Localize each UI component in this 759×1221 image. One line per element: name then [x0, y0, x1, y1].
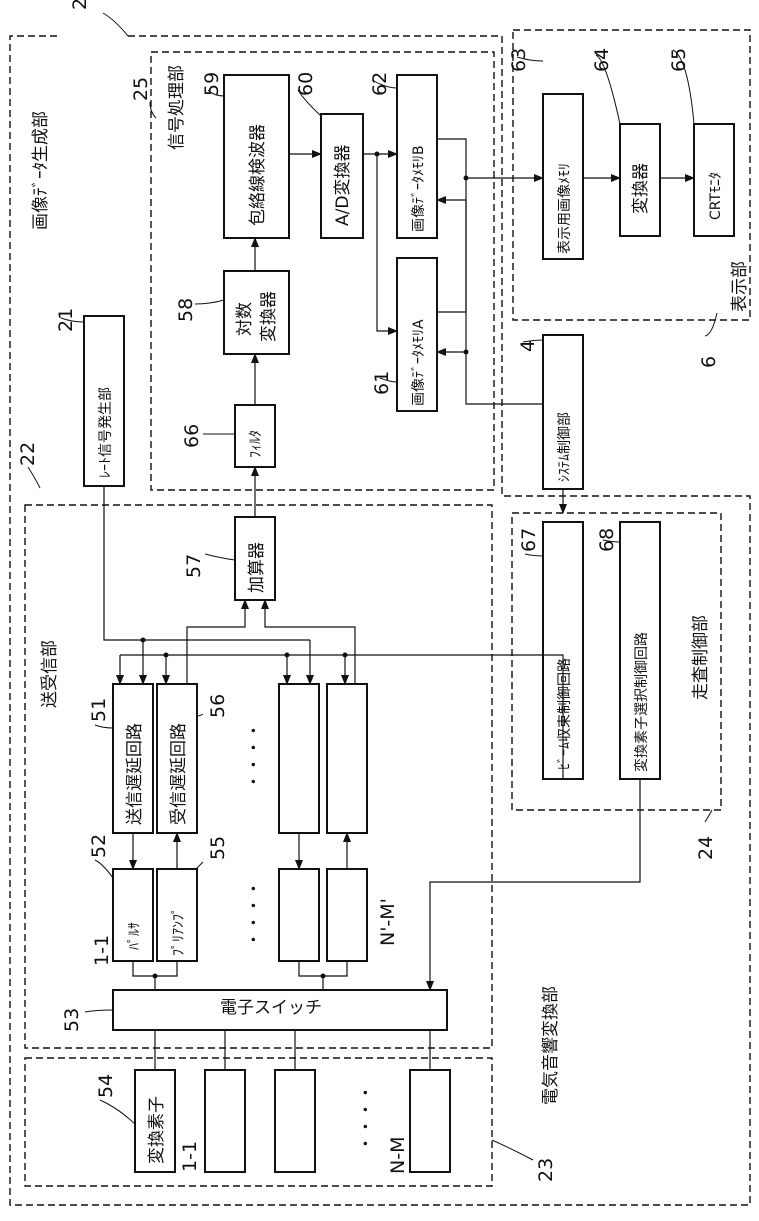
- adder: 加算器: [235, 517, 275, 600]
- svg-text:ﾋﾞｰﾑ収束制御回路: ﾋﾞｰﾑ収束制御回路: [557, 658, 573, 770]
- ref-62: 62: [369, 72, 391, 96]
- image-memory-a: 画像ﾃﾞｰﾀﾒﾓﾘA: [397, 258, 437, 411]
- svg-text:変換素子選択制御回路: 変換素子選択制御回路: [633, 632, 650, 772]
- ref-65: 65: [668, 48, 690, 72]
- svg-text:表示用画像ﾒﾓﾘ: 表示用画像ﾒﾓﾘ: [557, 163, 573, 254]
- svg-text:A/D変換器: A/D変換器: [333, 145, 353, 226]
- ellipsis-element: ・・・・: [357, 1084, 377, 1152]
- svg-text:電子スイッチ: 電子スイッチ: [220, 998, 322, 1018]
- svg-text:送信遅延回路: 送信遅延回路: [125, 723, 145, 825]
- envelope-detector: 包絡線検波器: [224, 75, 289, 238]
- ref-67: 67: [518, 528, 540, 552]
- crt-monitor: CRTﾓﾆﾀ: [694, 124, 734, 236]
- ref-61: 61: [371, 371, 393, 395]
- rate-signal-generator: ﾚｰﾄ信号発生部: [84, 316, 124, 486]
- ref-55: 55: [207, 836, 229, 860]
- svg-text:包絡線検波器: 包絡線検波器: [248, 124, 268, 226]
- transceiver-label: 送受信部: [40, 640, 60, 708]
- image-memory-b: 画像ﾃﾞｰﾀﾒﾓﾘB: [397, 75, 437, 238]
- preamp: ﾌﾟﾘｱﾝﾌﾟ: [157, 869, 197, 961]
- ref-25: 25: [130, 77, 152, 101]
- ref-60: 60: [295, 72, 317, 96]
- svg-text:対数: 対数: [235, 302, 255, 336]
- ref-2: 2: [69, 0, 91, 10]
- rx-delay-block-n: [327, 684, 367, 833]
- ref-52: 52: [88, 834, 110, 858]
- preamp-block-n: [327, 869, 367, 961]
- ref-66: 66: [181, 424, 203, 448]
- ref-21: 21: [55, 308, 77, 332]
- svg-text:変換器: 変換器: [259, 291, 279, 342]
- pulser-block-n: [279, 869, 319, 961]
- ref-23: 23: [535, 1158, 557, 1182]
- svg-text:ﾌｨﾙﾀ: ﾌｨﾙﾀ: [248, 430, 264, 458]
- svg-text:画像ﾃﾞｰﾀﾒﾓﾘB: 画像ﾃﾞｰﾀﾒﾓﾘB: [411, 145, 427, 232]
- ref-53: 53: [61, 1008, 83, 1032]
- ref-68: 68: [596, 528, 618, 552]
- image-data-gen-label: 画像ﾃﾞｰﾀ生成部: [31, 111, 51, 230]
- system-controller: ｼｽﾃﾑ制御部: [543, 335, 583, 489]
- tx-delay-block-n: [279, 684, 319, 833]
- log-converter: 対数 変換器: [224, 271, 289, 354]
- element-select-control: 変換素子選択制御回路: [620, 522, 660, 779]
- svg-text:CRTﾓﾆﾀ: CRTﾓﾆﾀ: [708, 172, 724, 220]
- signal-proc-label: 信号処理部: [167, 65, 187, 150]
- electroacoustic-label: 電気音響変換部: [541, 986, 561, 1105]
- transducer-element-2: [205, 1070, 245, 1172]
- transducer-element: 変換素子: [135, 1070, 175, 1172]
- ad-converter: A/D変換器: [321, 114, 363, 238]
- ref-54: 54: [95, 1074, 117, 1098]
- ellipsis-pulser: ・・・・: [245, 880, 265, 948]
- display-image-memory: 表示用画像ﾒﾓﾘ: [543, 94, 583, 259]
- transducer-element-n: [410, 1070, 450, 1172]
- ref-59: 59: [201, 72, 223, 96]
- ref-22: 22: [17, 442, 39, 466]
- svg-text:画像ﾃﾞｰﾀﾒﾓﾘA: 画像ﾃﾞｰﾀﾒﾓﾘA: [411, 319, 427, 406]
- svg-text:変換器: 変換器: [631, 163, 651, 214]
- svg-text:ﾊﾟﾙｻ: ﾊﾟﾙｻ: [127, 922, 143, 950]
- rx-delay-circuit: 受信遅延回路: [157, 684, 197, 833]
- ellipsis-delay: ・・・・: [245, 722, 265, 790]
- svg-text:ﾚｰﾄ信号発生部: ﾚｰﾄ信号発生部: [98, 387, 114, 478]
- leader-lines: [28, 13, 717, 1160]
- scan-ctrl-label: 走査制御部: [691, 615, 711, 700]
- svg-text:受信遅延回路: 受信遅延回路: [169, 723, 189, 825]
- index-n-m: N-M: [387, 1137, 409, 1174]
- electronic-switch: 電子スイッチ: [113, 990, 447, 1030]
- ref-58: 58: [175, 298, 197, 322]
- ref-51: 51: [88, 698, 110, 722]
- tx-delay-circuit: 送信遅延回路: [113, 684, 153, 833]
- ref-64: 64: [591, 48, 613, 72]
- index-1-1-pulser: 1-1: [91, 935, 113, 966]
- svg-text:変換素子: 変換素子: [147, 1096, 167, 1164]
- pulser: ﾊﾟﾙｻ: [113, 869, 153, 961]
- ref-4: 4: [517, 340, 539, 352]
- display-label: 表示部: [730, 261, 750, 312]
- svg-text:ﾌﾟﾘｱﾝﾌﾟ: ﾌﾟﾘｱﾝﾌﾟ: [171, 907, 187, 956]
- index-n-m-prime: N'-M': [377, 898, 399, 946]
- ref-57: 57: [183, 554, 205, 578]
- svg-text:加算器: 加算器: [247, 542, 267, 593]
- ref-56: 56: [207, 694, 229, 718]
- ref-63: 63: [508, 48, 530, 72]
- ref-6: 6: [698, 356, 720, 368]
- ref-24: 24: [695, 836, 717, 860]
- transducer-element-3: [275, 1070, 315, 1172]
- display-converter: 変換器: [620, 124, 660, 236]
- index-1-1-element: 1-1: [179, 1141, 201, 1172]
- svg-text:ｼｽﾃﾑ制御部: ｼｽﾃﾑ制御部: [557, 412, 573, 482]
- filter: ﾌｨﾙﾀ: [235, 405, 275, 467]
